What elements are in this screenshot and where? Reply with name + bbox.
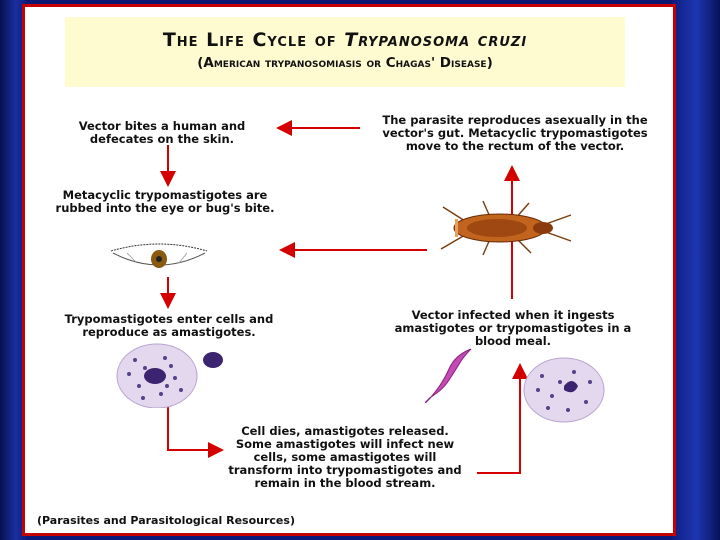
eye-image	[110, 243, 208, 268]
title-species: Trypanosoma cruzi	[344, 29, 528, 51]
infected-cell-image-left	[116, 343, 223, 408]
title-box: The Life Cycle of Trypanosoma cruzi (Ame…	[65, 17, 625, 87]
frame-right	[672, 0, 720, 540]
step-rubbed-in: Metacyclic trypomastigotes are rubbed in…	[55, 188, 275, 215]
trypomastigote-image	[425, 348, 472, 403]
step-cell-dies: Cell dies, amastigotes released. Some am…	[228, 424, 462, 490]
frame-left	[0, 0, 26, 540]
step-vector-bites: Vector bites a human and defecates on th…	[78, 119, 246, 146]
infected-cell-image-right	[523, 357, 605, 423]
arrow-release-to-vector	[477, 363, 528, 474]
citation: (Parasites and Parasitological Resources…	[37, 514, 295, 527]
title-prefix: The Life Cycle of	[162, 29, 345, 51]
slide: The Life Cycle of Trypanosoma cruzi (Ame…	[25, 7, 673, 533]
slide-title: The Life Cycle of Trypanosoma cruzi	[65, 29, 625, 51]
step-enter-cells: Trypomastigotes enter cells and reproduc…	[64, 312, 274, 339]
arrow-cells-to-release	[167, 407, 224, 458]
step-vector-infected: Vector infected when it ingests amastigo…	[394, 308, 632, 348]
slide-subtitle: (American trypanosomiasis or Chagas' Dis…	[197, 55, 493, 71]
step-reproduces: The parasite reproduces asexually in the…	[382, 113, 648, 153]
triatomine-bug-image	[440, 200, 572, 256]
